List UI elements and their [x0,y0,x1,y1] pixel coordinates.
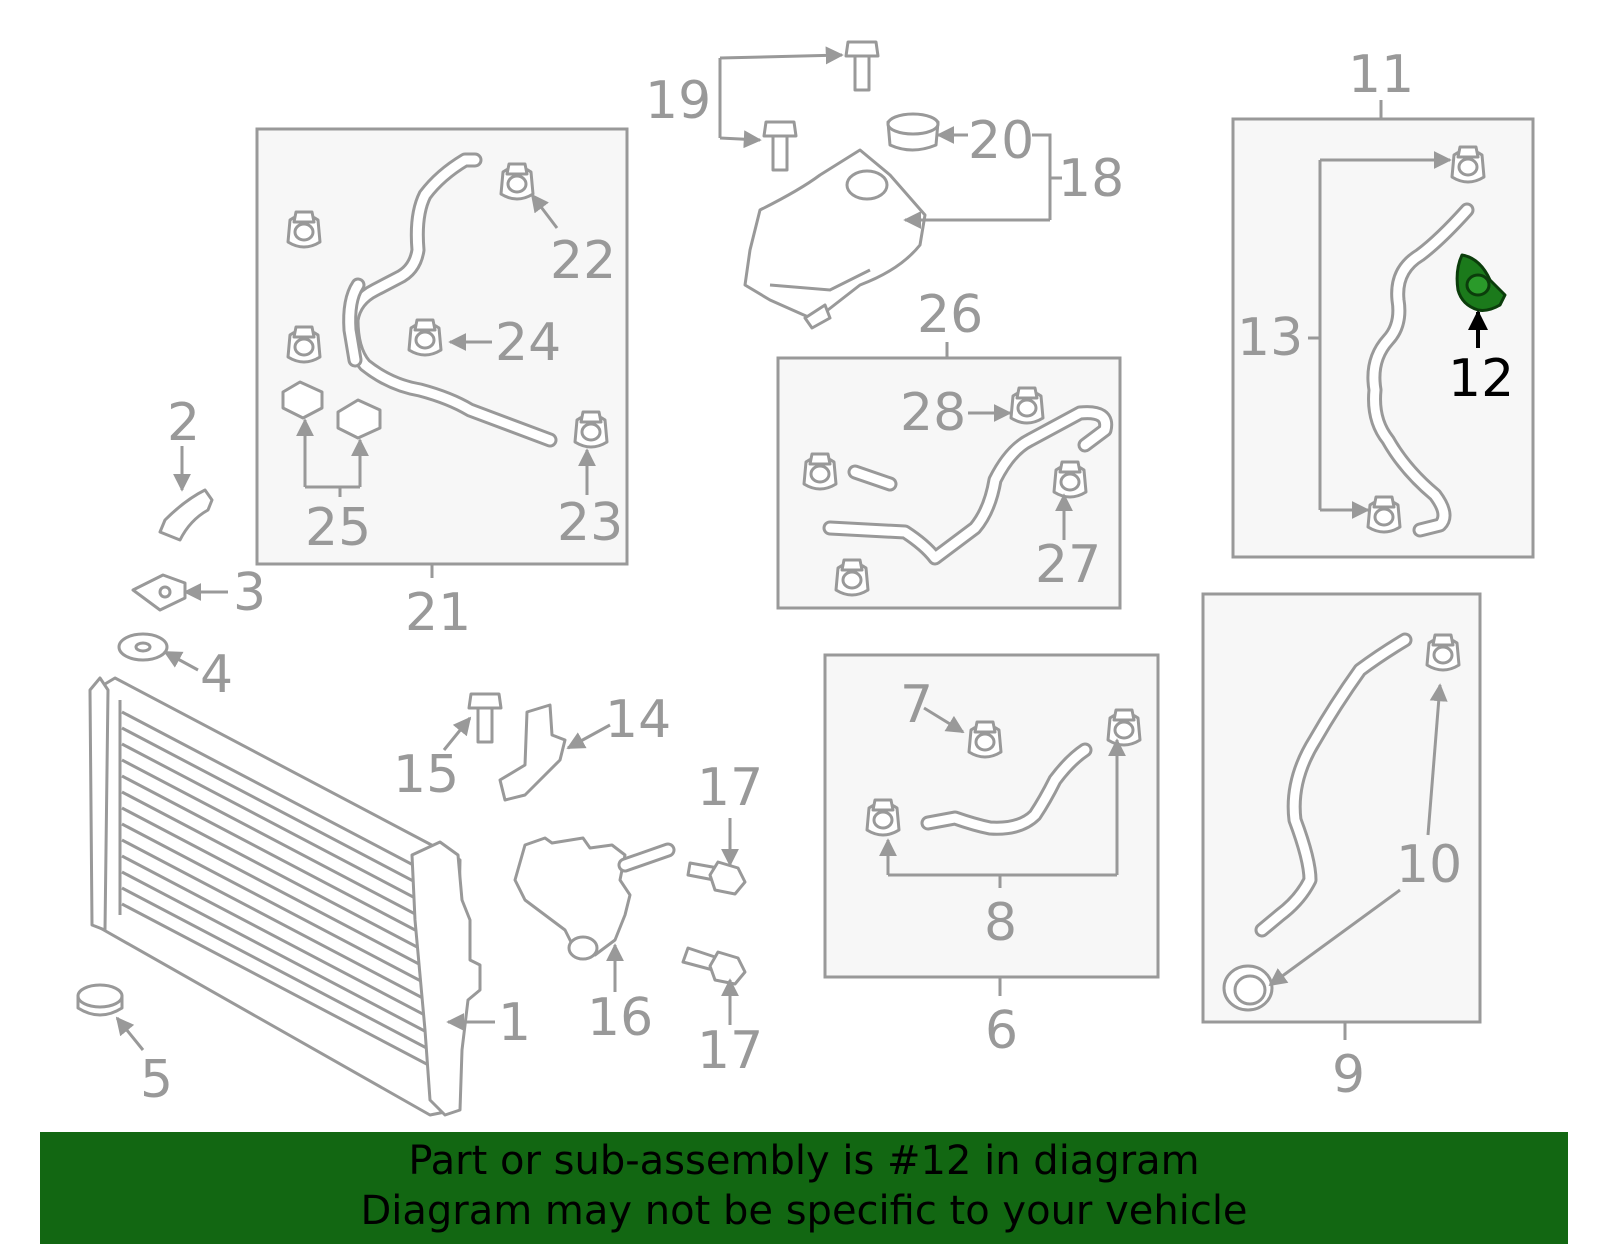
label-15: 15 [393,745,459,805]
hose-9 [1254,632,1413,938]
clamp-10-icon [1425,633,1461,672]
clamp-7-icon [967,720,1003,759]
label-23: 23 [557,493,623,553]
radiator-1-icon [88,676,482,1117]
bolt-19-icon [762,120,798,172]
clamp-24-icon [407,318,443,357]
bolt-15-icon [467,692,503,744]
clamp-icon [834,558,870,597]
clamp-28-icon [1009,386,1045,425]
coolant-reservoir-18-icon [743,148,927,330]
info-banner: Part or sub-assembly is #12 in diagram D… [40,1132,1568,1244]
clamp-icon [865,798,901,837]
label-25: 25 [305,498,371,558]
label-1: 1 [498,993,531,1053]
reservoir-cap-20-icon [886,112,940,152]
label-27: 27 [1035,535,1101,595]
thermostat-housing-16-icon [513,836,676,961]
label-5: 5 [140,1050,173,1110]
clamp-27-icon [1052,460,1088,499]
clamp-icon [1106,708,1142,747]
clamp-10-icon [1222,964,1274,1012]
label-21: 21 [405,583,471,643]
label-17-bottom: 17 [697,1021,763,1081]
label-28: 28 [900,383,966,443]
label-4: 4 [200,645,233,705]
mount-3-icon [131,573,187,612]
label-8: 8 [984,893,1017,953]
bracket-25-icon [336,398,382,440]
label-20: 20 [968,111,1034,171]
clamp-icon [802,452,838,491]
label-11: 11 [1348,45,1414,105]
label-7: 7 [900,675,933,735]
bolt-17-icon [686,860,747,896]
insulator-4-icon [117,632,169,662]
label-6: 6 [985,1001,1018,1061]
label-2: 2 [167,393,200,453]
cap-5-icon [76,983,124,1017]
label-14: 14 [605,690,671,750]
label-24: 24 [495,313,561,373]
clamp-icon [1450,145,1486,184]
label-22: 22 [550,231,616,291]
clamp-icon [1366,495,1402,534]
label-13: 13 [1237,308,1303,368]
bolt-17-icon [681,946,747,986]
label-18: 18 [1058,149,1124,209]
label-12: 12 [1448,349,1514,409]
bracket-25-icon [281,380,324,420]
bolt-19-icon [844,40,880,92]
bracket-2-icon [158,488,214,542]
label-10: 10 [1396,835,1462,895]
label-16: 16 [587,988,653,1048]
hose-assembly-26 [822,405,1114,566]
hose-8 [920,742,1093,836]
label-17-top: 17 [697,758,763,818]
label-19: 19 [645,71,711,131]
label-26: 26 [917,285,983,345]
clamp-icon [286,210,322,249]
bracket-14-icon [498,703,567,802]
label-3: 3 [233,563,266,623]
clamp-23-icon [573,410,609,449]
hose-assembly-21 [342,152,558,448]
clamp-icon [286,325,322,364]
leader-lines [115,46,1488,1051]
hose-assembly-13 [1366,202,1475,538]
banner-line-part: Part or sub-assembly is #12 in diagram [408,1138,1200,1184]
banner-line-disclaimer: Diagram may not be specific to your vehi… [360,1188,1248,1234]
label-9: 9 [1332,1045,1365,1105]
clamp-22-icon [499,162,535,201]
